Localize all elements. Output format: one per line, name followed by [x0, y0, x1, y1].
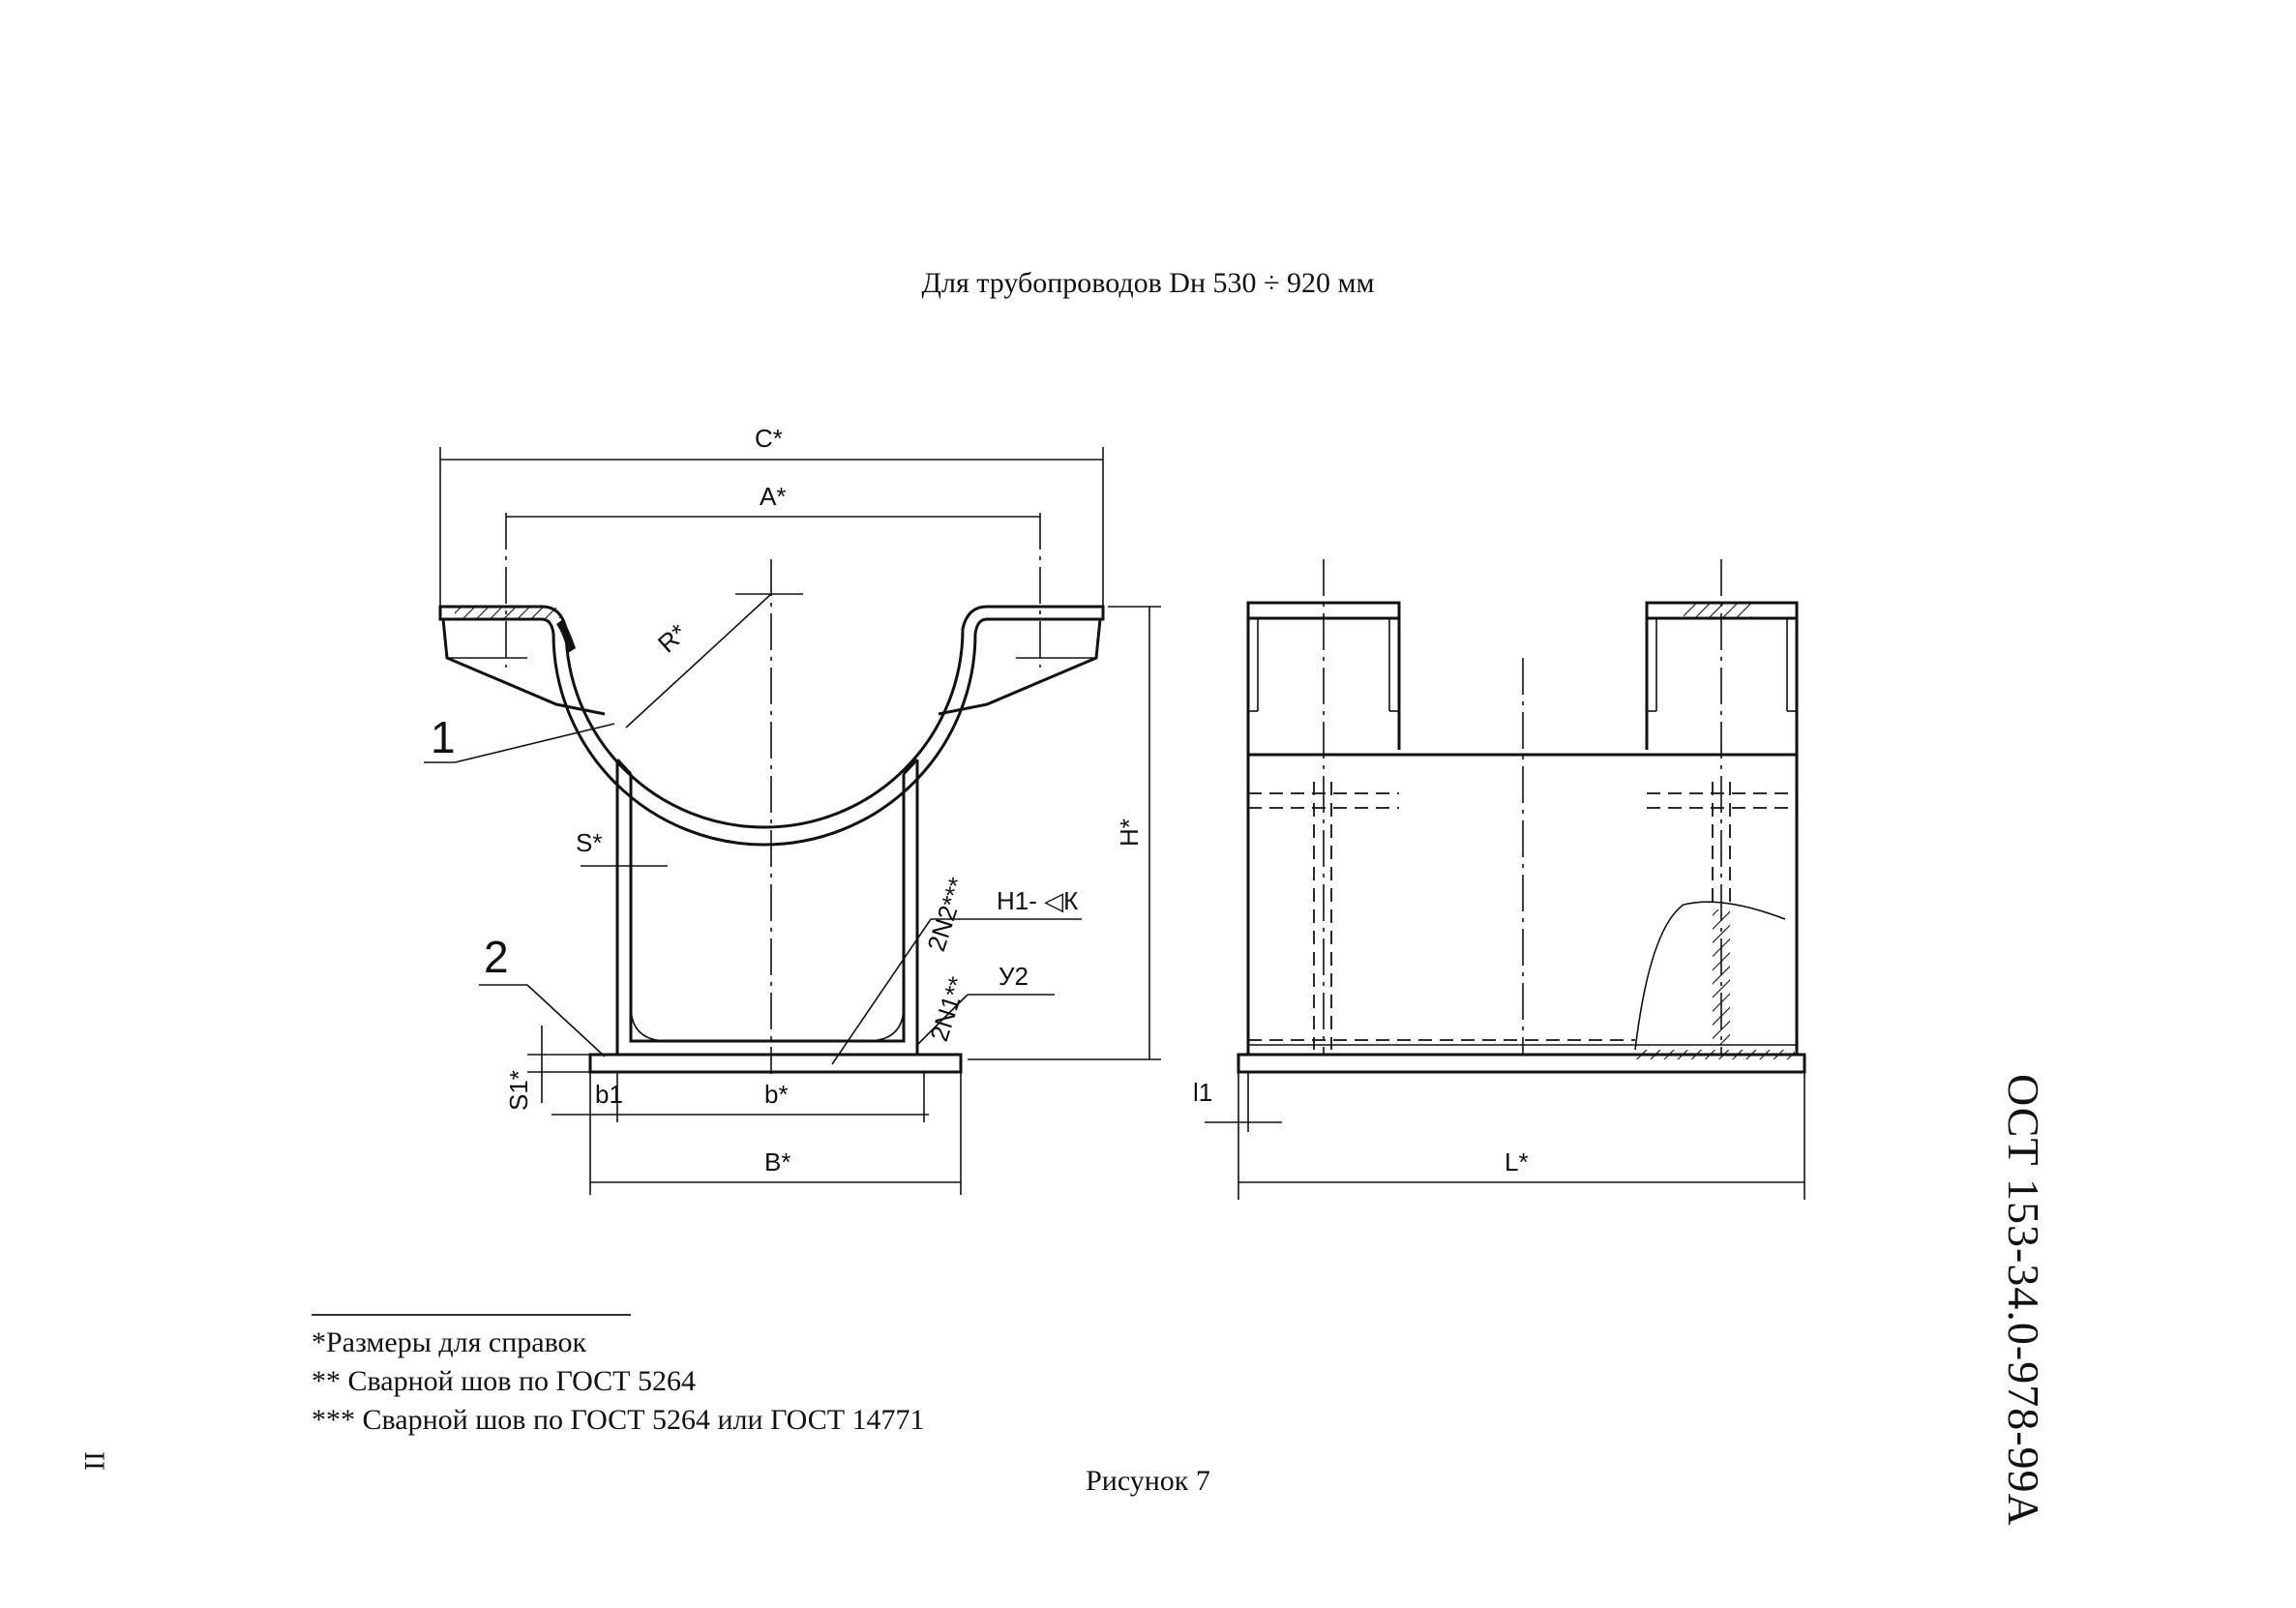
footnote-3: *** Сварной шов по ГОСТ 5264 или ГОСТ 14…	[312, 1404, 925, 1436]
drawing-title: Для трубопроводов Dн 530 ÷ 920 мм	[921, 267, 1375, 299]
page-mark: II	[78, 1451, 110, 1471]
standard-code: ОСТ 153-34.0-978-99А	[1999, 1074, 2048, 1527]
dim-b1: b1	[595, 1080, 623, 1109]
weld-2n1: 2N1**	[924, 973, 972, 1045]
footnote-rule	[312, 1314, 631, 1316]
dim-b-outer: B*	[764, 1147, 790, 1176]
dim-l1: l1	[1193, 1078, 1212, 1107]
weld-2n2-note: Н1- ◁К	[997, 886, 1078, 915]
dim-l: L*	[1505, 1147, 1529, 1176]
dim-b-inner: b*	[764, 1080, 789, 1109]
dim-r: R*	[652, 618, 693, 659]
weld-2n1-note: У2	[999, 962, 1029, 991]
front-view: R* C* A* H* S* S1* b1 b* B* 1	[424, 424, 1161, 1195]
footnotes: *Размеры для справок ** Сварной шов по Г…	[312, 1324, 925, 1440]
dim-c: C*	[755, 424, 783, 453]
dim-s: S*	[576, 828, 602, 857]
dim-s1: S1*	[504, 1070, 533, 1111]
footnote-1: *Размеры для справок	[312, 1326, 587, 1358]
dim-a: A*	[760, 482, 786, 511]
dim-h: H*	[1115, 819, 1144, 847]
position-2: 2	[484, 932, 509, 982]
weld-2n2: 2N2***	[921, 874, 972, 955]
figure-caption: Рисунок 7	[1086, 1465, 1210, 1497]
footnote-2: ** Сварной шов по ГОСТ 5264	[312, 1365, 696, 1397]
position-1: 1	[431, 712, 456, 762]
side-view: l1 L*	[1193, 559, 1806, 1200]
